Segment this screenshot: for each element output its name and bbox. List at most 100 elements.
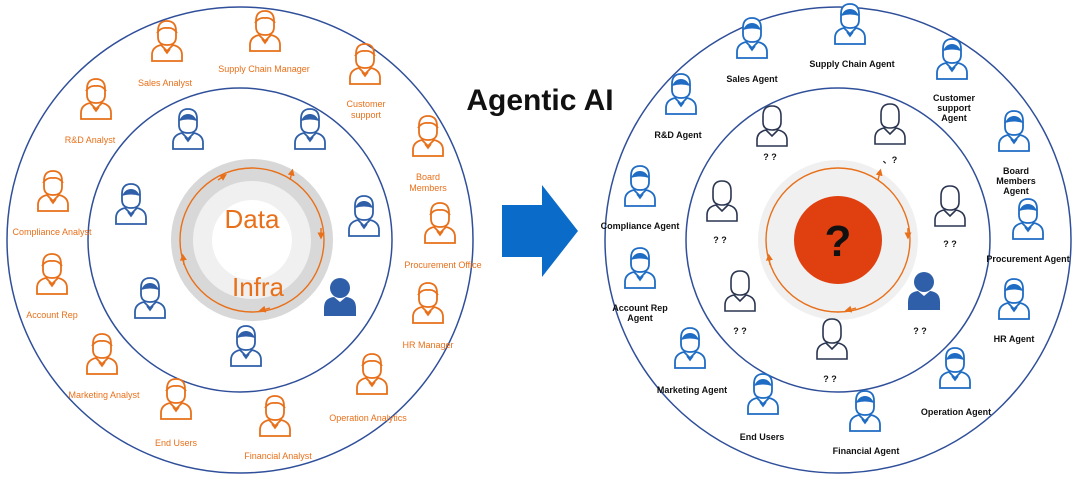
account-rep-agent-icon — [624, 247, 656, 289]
label-marketing-analyst: Marketing Analyst — [68, 390, 140, 400]
verified-user-icon — [230, 325, 262, 367]
label-financial-analyst: Financial Analyst — [244, 451, 312, 461]
hr-agent-icon — [998, 278, 1030, 320]
label-sales-agent: Sales Agent — [726, 74, 777, 84]
left-inner-ring — [87, 87, 393, 393]
label-rnd-agent: R&D Agent — [654, 130, 701, 140]
label-members: Members — [996, 176, 1036, 186]
label-compliance-analyst: Compliance Analyst — [12, 227, 92, 237]
label-customer: Customer — [933, 93, 976, 103]
cycle-arrow — [765, 253, 773, 266]
hub-label-data: Data — [225, 204, 280, 234]
right-outer-ring — [604, 6, 1072, 474]
mark-unknown: ? ? — [913, 326, 927, 336]
inner-person-icon — [934, 185, 966, 227]
procurement-office-icon — [424, 202, 456, 244]
right-inner-ring — [685, 87, 991, 393]
label-support: support — [351, 110, 382, 120]
mark-unknown: 、? — [883, 155, 898, 165]
inner-filled-person-icon — [908, 272, 940, 310]
right-diagram: ? ? ? 、? ? ? ? ? ? ? ? ? ? ? Sales Agent… — [601, 3, 1072, 474]
inner-person-icon — [348, 195, 380, 237]
unknown-core-circle — [794, 196, 882, 284]
financial-analyst-icon — [259, 395, 291, 437]
cycle-arrow — [258, 305, 271, 313]
label-supply-chain-manager: Supply Chain Manager — [218, 64, 310, 74]
compliance-analyst-icon — [37, 170, 69, 212]
label-end-users: End Users — [155, 438, 198, 448]
hr-manager-icon — [412, 282, 444, 324]
mark-unknown: ? ? — [943, 239, 957, 249]
question-mark-icon: ? — [825, 217, 852, 266]
inner-person-icon — [172, 108, 204, 150]
label-procurement-agent: Procurement Agent — [986, 254, 1069, 264]
label-rnd-analyst: R&D Analyst — [65, 135, 116, 145]
support-person-icon — [115, 183, 147, 225]
label-support: support — [937, 103, 971, 113]
label-agent: Agent — [941, 113, 967, 123]
rnd-analyst-icon — [80, 78, 112, 120]
mark-unknown: ? ? — [763, 152, 777, 162]
cycle-arrow — [875, 168, 883, 181]
label-procurement-office: Procurement Office — [404, 260, 481, 270]
label-members: Members — [409, 183, 447, 193]
mark-unknown: ? ? — [733, 326, 747, 336]
label-hr-agent: HR Agent — [994, 334, 1035, 344]
label-operation-analytics: Operation Analytics — [329, 413, 407, 423]
inner-person-icon — [294, 108, 326, 150]
inner-woman-icon — [724, 270, 756, 312]
financial-agent-icon — [849, 390, 881, 432]
end-users-agent-icon — [747, 373, 779, 415]
cycle-arrow — [287, 168, 295, 181]
label-hr-manager: HR Manager — [402, 340, 453, 350]
label-agent: Agent — [627, 313, 653, 323]
compliance-agent-icon — [624, 165, 656, 207]
operation-agent-icon — [939, 347, 971, 389]
inner-filled-person-icon — [324, 278, 356, 316]
cycle-arrow — [844, 305, 857, 313]
support-person-icon — [706, 180, 738, 222]
verified-user-icon — [816, 318, 848, 360]
label-supply-chain-agent: Supply Chain Agent — [809, 59, 894, 69]
inner-person-icon — [874, 103, 906, 145]
mark-unknown: ? ? — [713, 235, 727, 245]
transition-arrow-icon — [502, 185, 578, 277]
label-end-users: End Users — [740, 432, 785, 442]
left-hub-core — [212, 200, 292, 280]
marketing-agent-icon — [674, 327, 706, 369]
label-account-rep: Account Rep — [612, 303, 668, 313]
left-outer-ring — [6, 6, 474, 474]
left-hub-band — [171, 159, 333, 321]
inner-person-icon — [756, 105, 788, 147]
operation-analytics-icon — [356, 353, 388, 395]
label-account-rep: Account Rep — [26, 310, 78, 320]
sales-agent-icon — [736, 17, 768, 59]
board-members-icon — [412, 115, 444, 157]
cycle-arrow — [217, 174, 227, 181]
account-rep-icon — [36, 253, 68, 295]
left-diagram: Data Infra Sales Analyst Supply Chain Ma… — [6, 6, 482, 474]
procurement-agent-icon — [1012, 198, 1044, 240]
label-board: Board — [1003, 166, 1029, 176]
supply-chain-agent-icon — [834, 3, 866, 45]
mark-unknown: ? ? — [823, 374, 837, 384]
label-sales-analyst: Sales Analyst — [138, 78, 193, 88]
label-operation-agent: Operation Agent — [921, 407, 991, 417]
marketing-analyst-icon — [86, 333, 118, 375]
label-marketing-agent: Marketing Agent — [657, 385, 727, 395]
inner-woman-icon — [134, 277, 166, 319]
label-financial-agent: Financial Agent — [833, 446, 900, 456]
sales-analyst-icon — [151, 20, 183, 62]
label-agent: Agent — [1003, 186, 1029, 196]
label-board: Board — [416, 172, 440, 182]
right-cycle-ring — [765, 167, 911, 313]
customer-support-agent-icon — [936, 38, 968, 80]
cycle-arrow — [179, 253, 187, 266]
supply-chain-manager-icon — [249, 10, 281, 52]
label-compliance-agent: Compliance Agent — [601, 221, 680, 231]
diagram-title: Agentic AI — [466, 84, 613, 117]
rnd-agent-icon — [665, 73, 697, 115]
left-cycle-ring — [179, 167, 325, 313]
